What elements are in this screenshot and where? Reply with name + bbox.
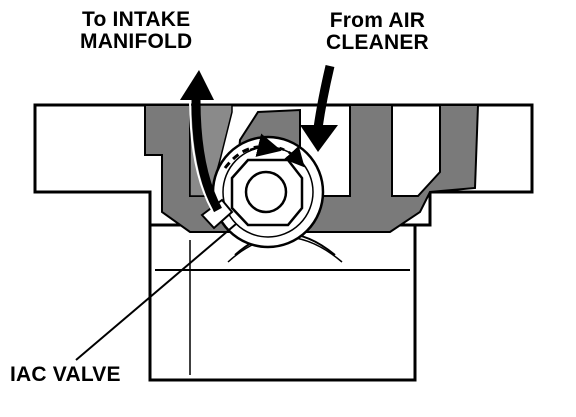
label-to-intake-manifold: To INTAKE MANIFOLD	[80, 9, 192, 53]
label-air-line2: CLEANER	[326, 31, 429, 54]
iac-leader-line	[75, 223, 237, 361]
label-iac-valve: IAC VALVE	[10, 364, 121, 386]
label-intake-line1: To INTAKE	[82, 8, 191, 31]
arrow-from-air-cleaner	[300, 64, 338, 152]
label-intake-line2: MANIFOLD	[80, 30, 193, 53]
label-air-line1: From AIR	[329, 9, 426, 32]
label-iac-text: IAC VALVE	[10, 363, 121, 386]
arrow-to-intake-manifold	[180, 70, 222, 213]
label-from-air-cleaner: From AIR CLEANER	[326, 10, 429, 54]
rotation-arrows	[223, 133, 305, 169]
valve-body	[148, 225, 417, 382]
